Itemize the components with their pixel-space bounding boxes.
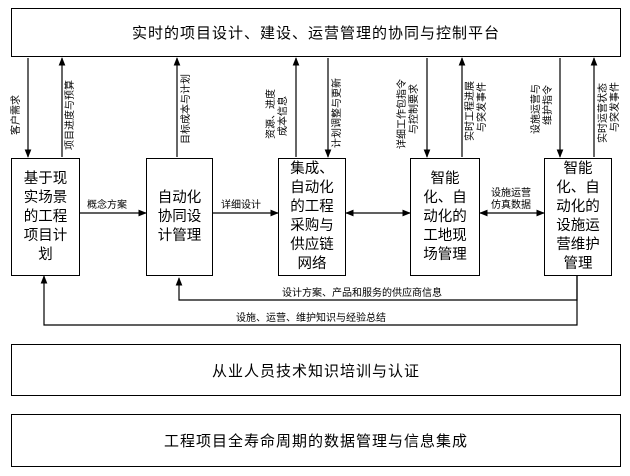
knowledge-label: 设施、运营、维护知识与经验总结 xyxy=(236,313,386,324)
concept-label: 概念方案 xyxy=(87,200,127,211)
supplier-info-label: 设计方案、产品和服务的供应商信息 xyxy=(282,288,442,299)
site-progress-label-b: 与突发事件 xyxy=(477,82,488,132)
collaboration-platform-box: 实时的项目设计、建设、运营管理的协同与控制平台 xyxy=(11,8,621,57)
customer-demand-label: 客户需求 xyxy=(11,95,22,135)
procurement-supply-box: 集成、 自动化 的工程 采购与 供应链 网络 xyxy=(278,158,346,276)
work-package-label-b: 与控制要求 xyxy=(409,84,420,134)
ops-instruction-label-b: 维护指令 xyxy=(543,85,554,125)
plan-adjust-label: 计划调整与更新 xyxy=(332,78,343,148)
facility-ops-box: 智能 化、自 动化的 设施运 营维护 管理 xyxy=(544,158,612,276)
sim-label-1: 设施运营 xyxy=(491,188,531,199)
ops-instruction-label-a: 设施运营与 xyxy=(531,84,542,134)
resource-label-a: 资源、进度 xyxy=(266,89,277,139)
lifecycle-box: 工程项目全寿命周期的数据管理与信息集成 xyxy=(11,414,621,467)
training-box: 从业人员技术知识培训与认证 xyxy=(11,344,621,396)
knowledge-feedback xyxy=(40,275,578,326)
project-planning-box: 基于现 实场景 的工程 项目计 划 xyxy=(11,158,80,276)
detailed-design-label: 详细设计 xyxy=(221,200,261,211)
site-management-box: 智能 化、自 动化的 工地现 场管理 xyxy=(410,158,480,276)
work-package-label-a: 详细工作包指令 xyxy=(397,79,408,149)
progress-budget-label: 项目进度与预算 xyxy=(65,80,76,150)
collaborative-design-box: 自动化 协同设 计管理 xyxy=(146,158,213,276)
ops-status-label-b: 与突发事件 xyxy=(610,82,621,132)
lifecycle-title: 工程项目全寿命周期的数据管理与信息集成 xyxy=(163,432,468,450)
platform-title: 实时的项目设计、建设、运营管理的协同与控制平台 xyxy=(131,24,500,42)
sim-label-2: 仿真数据 xyxy=(491,200,531,211)
site-progress-label-a: 实时工程进展 xyxy=(465,81,476,141)
resource-label-b: 成本信息 xyxy=(278,96,289,136)
cost-plan-label: 目标成本与计划 xyxy=(181,74,192,144)
training-title: 从业人员技术知识培训与认证 xyxy=(211,361,420,380)
ops-status-label-a: 实时运营状态 xyxy=(598,83,609,143)
